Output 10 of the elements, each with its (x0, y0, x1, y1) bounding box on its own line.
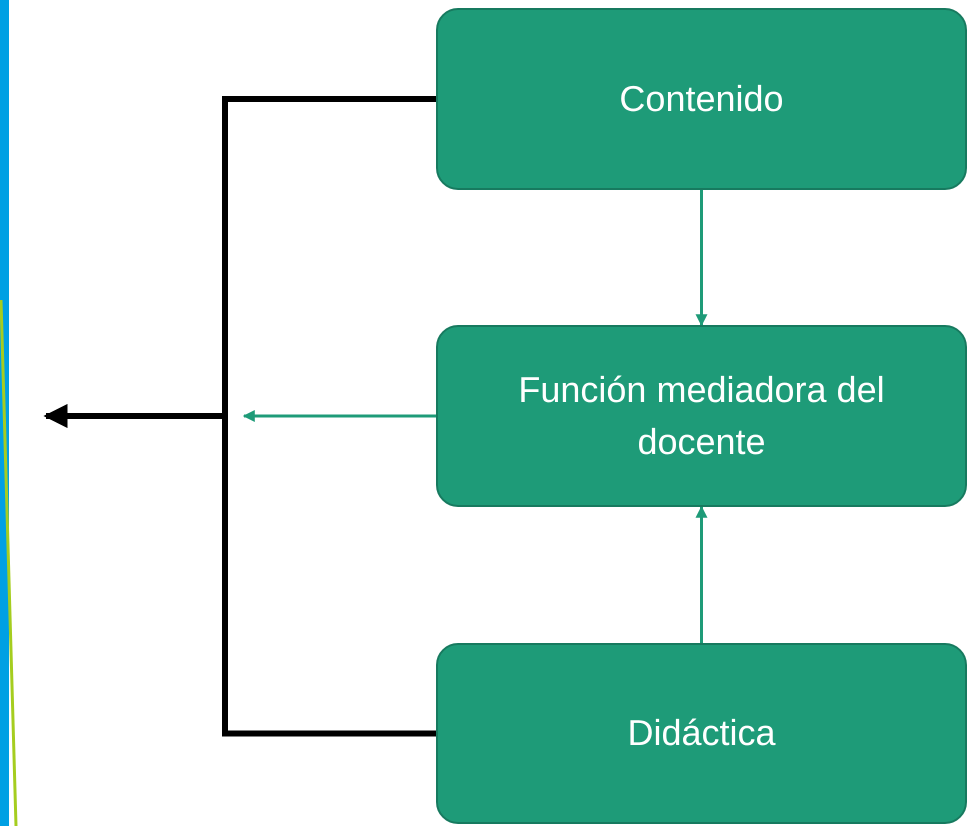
process-box (436, 643, 967, 824)
arrow (44, 404, 436, 736)
box-label: Función mediadora del docente (517, 368, 886, 464)
process-box (436, 8, 967, 190)
arrow (242, 410, 436, 422)
process-box (436, 325, 967, 507)
box-label: Contenido (619, 76, 784, 121)
arrow (696, 506, 708, 643)
box-label: Didáctica (627, 711, 776, 756)
arrow (696, 190, 708, 326)
